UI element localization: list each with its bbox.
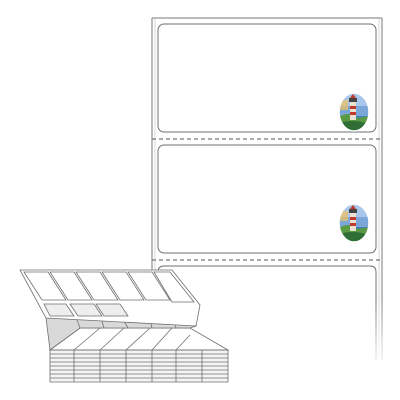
stack-edges bbox=[49, 349, 229, 383]
lighthouse-icon bbox=[338, 203, 370, 243]
fanfold-stack bbox=[19, 269, 230, 383]
stack-top-labels bbox=[23, 271, 195, 317]
lighthouse-icon bbox=[338, 92, 370, 132]
label-1[interactable] bbox=[157, 23, 377, 133]
label-2[interactable] bbox=[157, 144, 377, 254]
